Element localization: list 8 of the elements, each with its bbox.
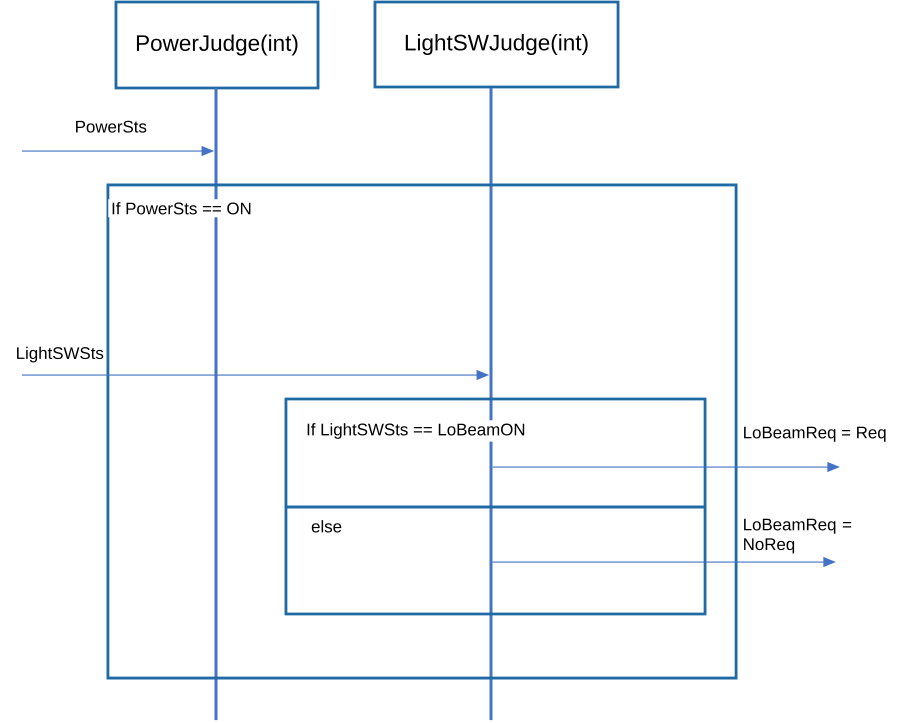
frame-box: else — [284, 506, 706, 616]
object-box: PowerJudge(int) — [114, 0, 320, 90]
edge-label: PowerSts — [73, 119, 148, 134]
edge-label: LoBeamReq = NoReq — [741, 517, 864, 555]
edge-label: LoBeamReq = Req — [741, 425, 888, 444]
edge-label: LightSWSts — [14, 345, 106, 364]
object-box: LightSWJudge(int) — [374, 0, 620, 88]
frame-box: If LightSWSts == LoBeamON — [284, 398, 706, 508]
